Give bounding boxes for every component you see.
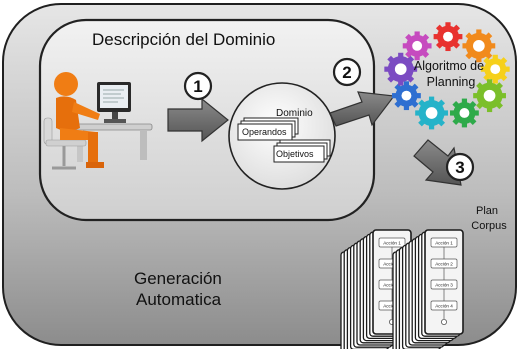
plan-label: Plan [476,205,498,217]
arrow-2 [329,91,396,127]
step-2-badge: 2 [332,57,362,87]
operandos-card-label: Operandos [242,127,287,137]
gear [462,29,496,63]
action-label: Acción 3 [435,282,453,287]
action-label: Acción 1 [383,240,401,245]
action-label: Acción 1 [435,240,453,245]
algorithm-label-line2: Planning [427,75,476,89]
gear [392,81,421,111]
gear [480,54,510,84]
step-1-badge: 1 [183,71,213,101]
domain-circle-title: Dominio [276,108,313,119]
arrow-1 [167,97,229,143]
objetivos-card-label: Objetivos [276,149,314,159]
end-node [440,318,447,325]
domain-panel-title: Descripción del Dominio [92,30,275,49]
action-label: Acción 4 [383,303,401,308]
generation-label-line1: Generación [134,269,222,288]
operandos-card-stack: Operandos [237,117,299,141]
action-label: Acción 4 [435,303,453,308]
svg-text:2: 2 [342,63,351,82]
person-at-computer-icon [43,72,153,170]
svg-text:1: 1 [193,77,202,96]
gear [384,52,418,86]
generation-label-line2: Automatica [136,290,222,309]
step-3-badge: 3 [445,152,475,182]
svg-text:3: 3 [455,158,464,177]
algorithm-label-line1: Algoritmo de [414,59,484,73]
gear [450,98,479,128]
gear [402,31,432,61]
gears-icon [384,22,510,130]
gear [433,22,463,52]
corpus-label: Corpus [471,220,507,232]
gear [473,79,506,113]
action-label: Acción 2 [435,261,453,266]
gear [415,96,448,130]
action-label: Acción 2 [383,261,401,266]
objetivos-card-stack: Objetivos [273,139,331,163]
plan-document-stack-right: Acción 1 Acción 2 Acción 3 Acción 4 [392,229,464,349]
action-label: Acción 3 [383,282,401,287]
